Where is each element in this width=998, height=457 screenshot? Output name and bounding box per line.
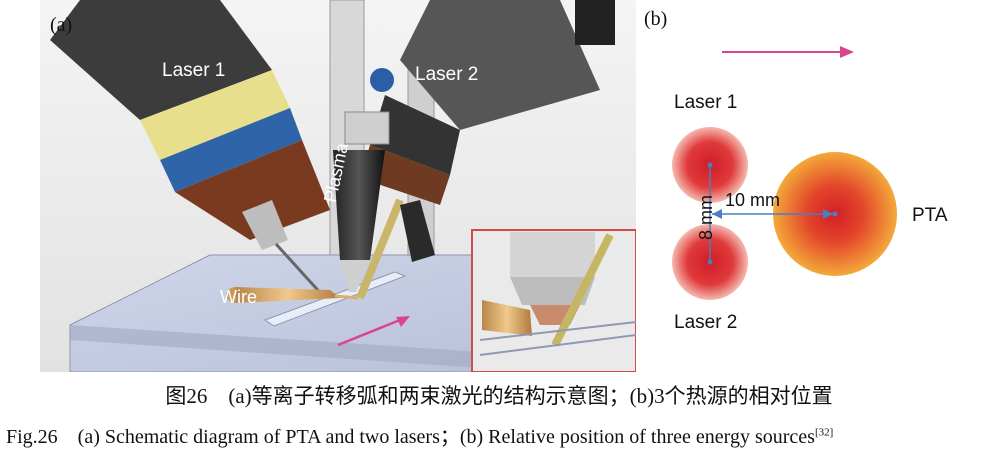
distance-vertical-label: 8 mm [696, 195, 716, 240]
heat-source-diagram [672, 46, 897, 300]
laser-2-head [360, 0, 615, 205]
travel-direction-arrow [337, 318, 401, 347]
pta-label: PTA [912, 205, 948, 226]
zoom-inset [471, 229, 636, 372]
caption-english: Fig.26 (a) Schematic diagram of PTA and … [6, 420, 996, 449]
caption-english-text: Fig.26 (a) Schematic diagram of PTA and … [6, 426, 815, 448]
distance-horizontal-label: 10 mm [725, 190, 781, 210]
schematic-illustration [40, 0, 636, 372]
caption-chinese: 图26 (a)等离子转移弧和两束激光的结构示意图；(b)3个热源的相对位置 [165, 384, 833, 408]
panel-b-positions: (b) Laser 1 Laser 2 PTA 10 mm 8 mm [640, 0, 998, 372]
wire-feeder [226, 287, 359, 303]
wire-label: Wire [220, 287, 257, 307]
caption-reference: [32] [814, 426, 834, 439]
laser-1-head [50, 0, 330, 300]
panel-a-schematic: (a) Laser 1 Laser 2 Plasma Wire [40, 0, 636, 372]
laser-1-label: Laser 1 [162, 60, 226, 81]
travel-direction-arrowhead-b [840, 46, 854, 58]
laser-2-label-b: Laser 2 [674, 312, 738, 333]
panel-b-tag: (b) [644, 8, 668, 30]
plasma-torch [333, 111, 435, 300]
travel-direction-arrowhead [396, 316, 410, 327]
panel-a-tag: (a) [50, 14, 73, 36]
laser-1-label-b: Laser 1 [674, 92, 738, 113]
laser-2-label: Laser 2 [415, 64, 479, 85]
